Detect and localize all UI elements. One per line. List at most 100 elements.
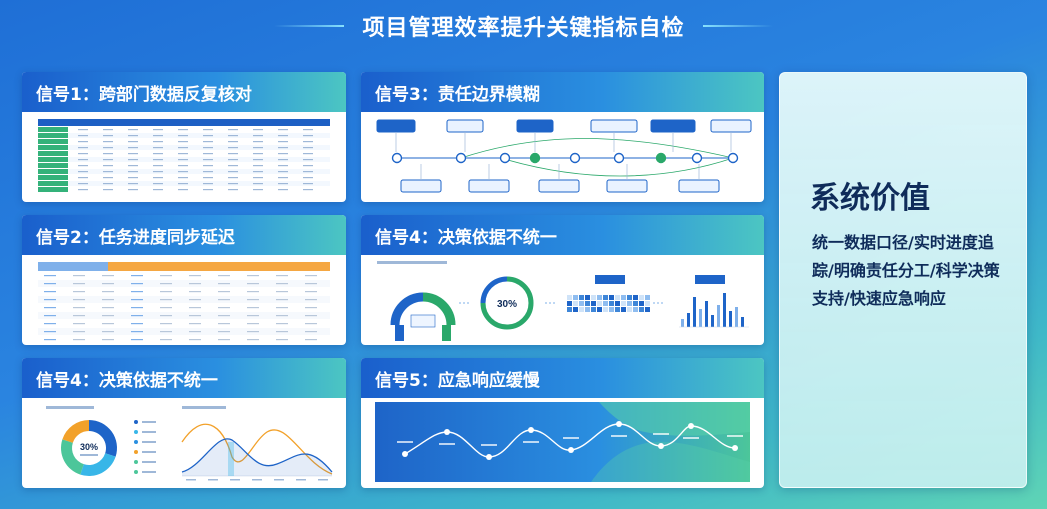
signal4b-illustration: 30% — [377, 261, 749, 341]
heatmap-cell — [639, 307, 644, 312]
page-header: 项目管理效率提升关键指标自检 — [0, 8, 1047, 44]
flow-node — [499, 152, 511, 164]
legend-dot — [134, 420, 138, 424]
signal4b-card: 信号4：决策依据不统一 30% — [361, 215, 764, 345]
heatmap-cell — [603, 307, 608, 312]
heatmap-cell — [567, 307, 572, 312]
heatmap-cell — [627, 295, 632, 300]
signal3-card: 信号3：责任边界模糊 — [361, 72, 764, 202]
flow-node — [655, 152, 667, 164]
heatmap-cell — [597, 295, 602, 300]
signal3-title: 信号3：责任边界模糊 — [361, 72, 764, 112]
bar — [699, 309, 702, 327]
wave-point — [402, 451, 408, 457]
flow-node — [455, 152, 467, 164]
system-value-text: 统一数据口径/实时进度追踪/明确责任分工/科学决策支持/快速应急响应 — [812, 233, 1000, 308]
bar — [705, 301, 708, 327]
signal5-wave-illustration — [375, 402, 750, 482]
bar — [723, 293, 726, 327]
donut-slice — [89, 420, 117, 457]
flow-node — [391, 152, 403, 164]
signal4c-title: 信号4：决策依据不统一 — [22, 358, 346, 398]
signal2-card: 信号2：任务进度同步延迟 — [22, 215, 346, 345]
table-row-lead — [38, 133, 68, 138]
title-decor-right — [702, 25, 773, 27]
legend-dot — [134, 450, 138, 454]
heatmap-cell — [579, 295, 584, 300]
heatmap-cell — [645, 301, 650, 306]
flow-box-top — [650, 119, 696, 133]
donut-slice — [62, 420, 89, 443]
heatmap-cell — [585, 307, 590, 312]
flow-node — [529, 152, 541, 164]
flow-box-bottom — [400, 179, 442, 193]
donut-center-value: 30% — [80, 442, 98, 452]
heatmap-cell — [615, 301, 620, 306]
signal1-title: 信号1：跨部门数据反复核对 — [22, 72, 346, 112]
flow-box-top — [446, 119, 484, 133]
flow-box-top — [376, 119, 416, 133]
system-value-panel: 系统价值 统一数据口径/实时进度追踪/明确责任分工/科学决策支持/快速应急响应 — [779, 72, 1027, 488]
heatmap-cell — [615, 307, 620, 312]
donut-slice — [80, 453, 116, 476]
signal5-title: 信号5：应急响应缓慢 — [361, 358, 764, 398]
table-row-lead — [38, 157, 68, 162]
legend-dot — [134, 470, 138, 474]
signal5-card: 信号5：应急响应缓慢 — [361, 358, 764, 488]
heatmap-cell — [633, 295, 638, 300]
heatmap-cell — [603, 301, 608, 306]
heatmap-cell — [591, 301, 596, 306]
heatmap-cell — [621, 307, 626, 312]
flow-node — [727, 152, 739, 164]
wave-point — [616, 421, 622, 427]
heatmap-cell — [579, 301, 584, 306]
heatmap-cell — [585, 301, 590, 306]
legend-dot — [134, 430, 138, 434]
heatmap-cell — [621, 295, 626, 300]
heatmap-cell — [573, 307, 578, 312]
table-row — [38, 288, 330, 295]
bar — [693, 297, 696, 327]
table-row — [38, 320, 330, 327]
heatmap-cell — [591, 295, 596, 300]
flow-node — [569, 152, 581, 164]
table-row — [38, 280, 330, 287]
wave-point — [688, 423, 694, 429]
flow-box-top — [710, 119, 752, 133]
table-row — [38, 336, 330, 343]
heatmap-cell — [573, 301, 578, 306]
heatmap-cell — [585, 295, 590, 300]
heatmap-cell — [579, 307, 584, 312]
title-decor-left — [274, 25, 345, 27]
table-row — [38, 312, 330, 319]
signal1-table-thumb — [22, 112, 346, 202]
page-title: 项目管理效率提升关键指标自检 — [362, 16, 685, 41]
signal2-table-thumb — [22, 255, 346, 345]
wave-point — [528, 427, 534, 433]
table-row-lead — [38, 175, 68, 180]
heatmap-cell — [591, 307, 596, 312]
heatmap-cell — [609, 295, 614, 300]
bar — [681, 319, 684, 327]
heatmap-cell — [567, 301, 572, 306]
flow-node — [613, 152, 625, 164]
table-row — [38, 304, 330, 311]
flow-box-bottom — [538, 179, 580, 193]
heatmap-cell — [633, 301, 638, 306]
heatmap-cell — [609, 307, 614, 312]
signal4b-charts-thumb: 30% — [361, 255, 764, 345]
signal4c-charts-thumb: 30% — [22, 398, 346, 488]
signal1-table-illustration — [38, 119, 330, 192]
heatmap-cell — [603, 295, 608, 300]
bar — [729, 311, 732, 327]
table-row — [38, 296, 330, 303]
flow-box-bottom — [468, 179, 510, 193]
heatmap-cell — [639, 301, 644, 306]
heatmap-cell — [597, 307, 602, 312]
table-row-lead — [38, 169, 68, 174]
table-row — [38, 272, 330, 279]
heatmap-cell — [567, 295, 572, 300]
flow-box-top — [590, 119, 638, 133]
heatmap-cell — [597, 301, 602, 306]
signal3-flow-thumb — [361, 112, 764, 202]
